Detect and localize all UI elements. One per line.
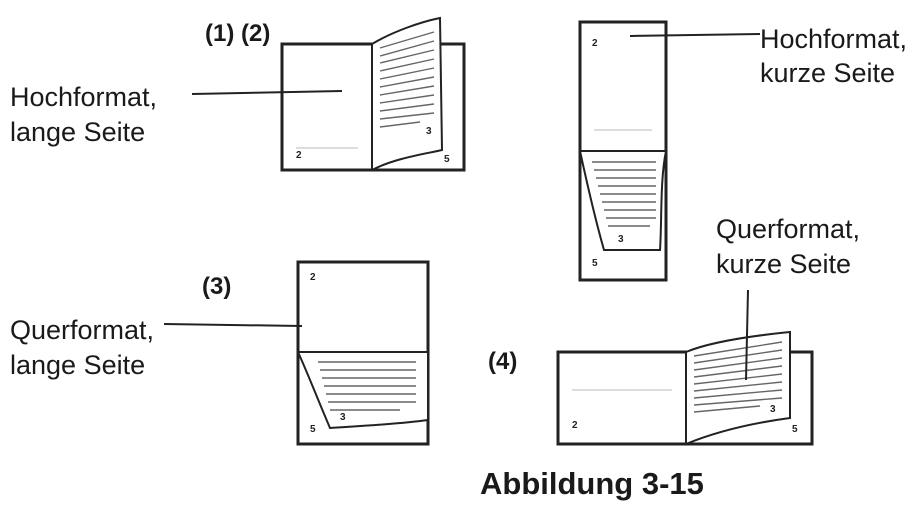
leader-landscape-short: [745, 289, 749, 381]
page-number-3: 3: [770, 404, 776, 415]
label-number-1-2: (1) (2): [205, 20, 271, 47]
booklet-portrait-short-edge: [578, 20, 668, 282]
page-number-5: 5: [310, 424, 316, 435]
page-number-2: 2: [572, 420, 578, 431]
booklet-portrait-long-edge: [280, 16, 466, 172]
page-number-3: 3: [426, 126, 432, 137]
figure-caption: Abbildung 3-15: [480, 466, 704, 501]
leader-landscape-long: [163, 323, 303, 327]
page-number-2: 2: [592, 38, 598, 49]
label-portrait-short-line1: Hochformat,: [760, 24, 908, 54]
label-number-3: (3): [202, 273, 232, 300]
label-landscape-long-line2: lange Seite: [10, 350, 146, 380]
leader-portrait-long: [191, 90, 343, 95]
page-number-5: 5: [792, 424, 798, 435]
leader-portrait-short: [629, 33, 761, 37]
label-portrait-long-line1: Hochformat,: [10, 82, 158, 112]
booklet-landscape-long-edge: [296, 260, 430, 446]
page-number-5: 5: [444, 154, 450, 165]
page-number-3: 3: [340, 412, 346, 423]
page-number-2: 2: [310, 272, 316, 283]
label-landscape-short-line1: Querformat,: [716, 214, 861, 244]
label-landscape-short-line2: kurze Seite: [716, 249, 852, 279]
page-number-2: 2: [296, 150, 302, 161]
label-portrait-long-line2: lange Seite: [10, 117, 146, 147]
page-number-3: 3: [618, 234, 624, 245]
label-landscape-long-line1: Querformat,: [10, 315, 155, 345]
label-portrait-short-line2: kurze Seite: [760, 58, 896, 88]
label-number-4: (4): [488, 348, 518, 375]
page-number-5: 5: [592, 258, 598, 269]
booklet-landscape-short-edge: [556, 330, 814, 446]
